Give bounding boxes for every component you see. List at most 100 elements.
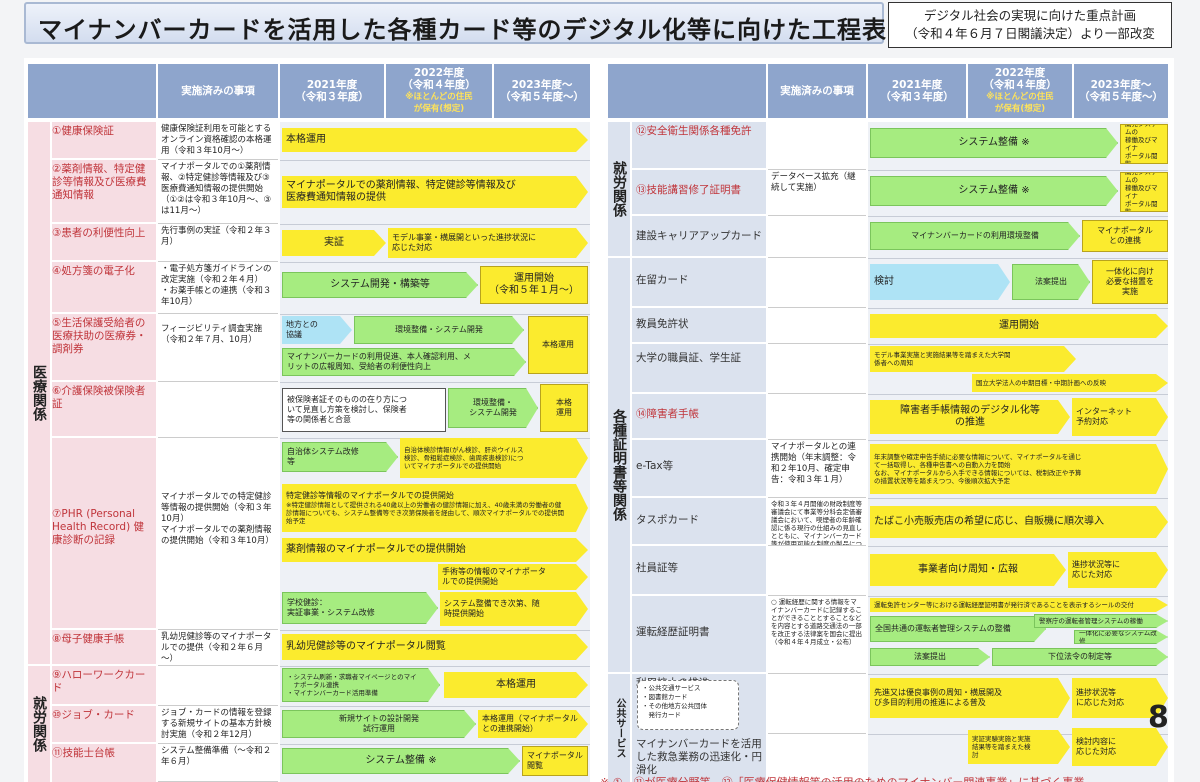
left-label-10: ⑩ジョブ・カード (52, 706, 156, 742)
bar-hellowork-system: ・システム刷新・求職者マイページとのマイ ナポータル連携 ・マイナンバーカード活… (282, 668, 440, 702)
right-header-2022-note: ※ほとんどの住民 が保有(想定) (986, 92, 1054, 114)
left-done-8: 乳幼児健診等のマイナポータルでの提供（令和２年６月～） (158, 630, 278, 666)
bar-care-env-setup: 環境整備・ システム開発 (448, 388, 538, 428)
right-label-emergency: マイナンバーカードを活用した救急業務の迅速化・円滑化 (632, 734, 766, 782)
bar-health-insurance-full-operation: 本格運用 (282, 128, 588, 152)
bar-patient-model-project: モデル事業・横展開といった進捗状況に 応じた対応 (388, 228, 588, 258)
bar-employee-id-promotion: 事業者向け周知・広報 (870, 554, 1066, 586)
right-header-2023: 2023年度～ （令和５年度～） (1074, 64, 1168, 118)
left-label-3: ③患者の利便性向上 (52, 224, 156, 260)
right-label-14: ⑭障害者手帳 (632, 394, 766, 438)
row-divider (868, 344, 1168, 345)
source-note: デジタル社会の実現に向けた重点計画 （令和４年６月７日閣議決定）より一部改変 (888, 2, 1172, 48)
right-label-construction: 建設キャリアアップカード (632, 216, 766, 256)
bar-emergency-pilot: 実証実験実施と実施 結果等を踏まえた検 討 (968, 730, 1070, 764)
bar-phr-drug-info: 薬剤情報のマイナポータルでの提供開始 (282, 538, 588, 562)
bar-phr-school-checkups: 学校健診： 実証事業・システム改修 (282, 592, 438, 624)
bar-public-followup: 進捗状況等 に応じた対応 (1072, 678, 1168, 718)
row-divider (280, 382, 590, 383)
bar-driving-regulations: 下位法令の制定等 (992, 648, 1168, 666)
bar-phr-specific-checkups: 特定健診等情報のマイナポータルでの提供開始 ※特定健診情報として提供される40歳… (282, 484, 588, 532)
bar-university-plan: 国立大学法人の中期目標・中期計画への反映 (972, 374, 1168, 392)
right-label-university: 大学の職員証、学生証 (632, 344, 766, 392)
left-label-8: ⑧母子健康手帳 (52, 630, 156, 664)
bar-welfare-consultation: 地方との 協議 (282, 316, 352, 344)
left-done-4: ・電子処方箋ガイドラインの改定実施（令和２年４月） ・お薬手帳との連携（令和３年… (158, 262, 278, 314)
bar-residence-bill: 法案提出 (1012, 264, 1090, 300)
bar-driving-sticker: 運転免許センター等における運転経歴証明書が発行済であることを表示するシールの交付 (870, 598, 1168, 612)
bar-university-model: モデル事業実施と実施結果等を踏まえた大学関 係者への周知 (870, 346, 1076, 372)
right-label-etax: e-Tax等 (632, 440, 766, 496)
left-group-labor: 就労関係 (28, 666, 50, 782)
bar-residence-integration: 一体化に向け 必要な措置を 実施 (1092, 260, 1168, 304)
bar-public-promotion: 先進又は優良事例の周知・横展開及 び多目的利用の推進による普及 (870, 678, 1070, 718)
right-done-taspo: 令和３年４月開催の財政制度等審議会にて事業等分科会定価審議会において、喫煙者の年… (768, 498, 866, 546)
right-label-12: ⑫安全衛生関係各種免許 (632, 122, 766, 168)
bar-phr-system-rollout: システム整備でき次第、随 時提供開始 (440, 592, 588, 626)
right-done-usage-expansion (768, 674, 866, 734)
left-label-9: ⑨ハローワークカード (52, 666, 156, 704)
page-title: マイナンバーカードを活用した各種カード等のデジタル化等に向けた工程表 (24, 2, 886, 44)
row-divider (280, 630, 590, 631)
bar-phr-specific-checkups-note: ※特定健診情報として提供される40歳以上の労働者の健診情報に加え、40歳未満の労… (286, 501, 564, 525)
bar-taspo-vending: たばこ小売販売店の希望に応じ、自販機に順次導入 (870, 506, 1168, 538)
page-number: 8 (1148, 700, 1169, 735)
bar-hellowork-full-operation: 本格運用 (444, 672, 588, 698)
right-done-residence (768, 258, 866, 308)
right-label-driving-history: 運転経歴証明書 (632, 596, 766, 672)
bar-patient-pilot: 実証 (282, 230, 386, 256)
row-divider (868, 596, 1168, 597)
bar-care-full-operation: 本格 運用 (540, 384, 588, 432)
right-label-employee-id: 社員証等 (632, 546, 766, 594)
bar-residence-review: 検討 (870, 264, 1010, 300)
left-header-2022-label: 2022年度 （令和４年度） (402, 67, 476, 91)
left-label-6: ⑥介護保険被保険者証 (52, 382, 156, 436)
right-label-teacher: 教員免許状 (632, 308, 766, 342)
bar-driving-bill: 法案提出 (870, 648, 990, 666)
row-divider (868, 258, 1168, 259)
left-done-9 (158, 666, 278, 706)
right-header-2021: 2021年度 （令和３年度） (868, 64, 966, 118)
bar-jobcard-full-operation: 本格運用（マイナポータル との連携開始） (478, 710, 588, 738)
row-divider (868, 170, 1168, 171)
bar-disability-digital: 障害者手帳情報のデジタル化等 の推進 (870, 400, 1070, 434)
right-done-13: データベース拡充（継続して実施） (768, 170, 866, 216)
left-done-1: 健康保険証利用を可能とするオンライン資格確認の本格運用（令和３年10月～） (158, 122, 278, 160)
bar-employee-id-followup: 進捗状況等に 応じた対応 (1068, 552, 1168, 588)
row-divider (280, 744, 590, 745)
bar-prescription-dev: システム開発・構築等 (282, 272, 478, 298)
footer-note: ※ ①、⑪が医療分野等、⑫「医療保健情報等の活用のためのマイナンバー関連事業」に… (600, 774, 1084, 782)
right-done-emergency (768, 734, 866, 782)
right-done-etax: マイナポータルとの連携開始（年末調整：令和２年10月、確定申告：令和３年１月） (768, 440, 866, 498)
bar-disability-reservation: インターネット 予約対応 (1072, 398, 1168, 436)
right-header-2022-label: 2022年度 （令和４年度） (983, 67, 1057, 91)
left-label-2: ②薬剤情報、特定健診等情報及び医療費通知情報 (52, 160, 156, 222)
right-done-12 (768, 122, 866, 170)
row-divider (868, 674, 1168, 675)
roadmap-sheet: 実施済みの事項 2021年度 （令和３年度） 2022年度 （令和４年度）※ほと… (24, 58, 1174, 782)
right-done-university (768, 344, 866, 394)
right-done-14 (768, 394, 866, 440)
left-header-2023: 2023年度～ （令和５年度～） (494, 64, 590, 118)
right-group-certificates: 各種証明書等関係 (608, 258, 630, 672)
left-label-1: ①健康保険証 (52, 122, 156, 158)
bar-skill-ledger-portal: マイナポータル 閲覧 (522, 746, 588, 776)
bar-care-insurance-review: 被保険者証そのものの在り方につ いて見直し方策を検討し、保険者 等の関係者と合意 (282, 388, 446, 432)
bar-construction-env: マイナンバーカードの利用環境整備 (870, 222, 1080, 250)
left-done-10: ジョブ・カードの情報を登録する新規サイトの基本方針検討実施（令和２年12月） (158, 706, 278, 744)
left-label-5: ⑤生活保護受給者の医療扶助の医療券・調剤券 (52, 314, 156, 380)
bar-welfare-card-promotion: マイナンバーカードの利用促進、本人確認利用、メ リットの広報周知、受給者の利便性… (282, 348, 526, 376)
bar-license-portal: 開発システムの 稼働及びマイナ ポータル閲覧 (1120, 124, 1168, 164)
bar-skill-cert-portal: 開発システムの 稼働及びマイナ ポータル閲覧 (1120, 172, 1168, 212)
row-divider (280, 706, 590, 707)
left-done-2: マイナポータルでの①薬剤情報、②特定健診等情報及び③医療費通知情報の提供開始（①… (158, 160, 278, 224)
bar-skill-ledger-system: システム整備 ※ (282, 748, 520, 774)
right-header-done: 実施済みの事項 (768, 64, 866, 118)
left-done-5: フィージビリティ調査実施（令和２年７月、10月） (158, 314, 278, 382)
bar-driving-system: 全国共通の運転者管理システムの整備 (870, 616, 1046, 642)
row-divider (868, 546, 1168, 547)
bar-driving-integration-mod: 一体化に必要なシステム改修 (1074, 630, 1168, 644)
row-divider (280, 160, 590, 161)
bar-jobcard-site-dev: 新規サイトの設計開発 試行運用 (282, 710, 476, 738)
left-done-7: マイナポータルでの特定健診等情報の提供開始（令和３年10月） マイナポータルでの… (158, 438, 278, 630)
